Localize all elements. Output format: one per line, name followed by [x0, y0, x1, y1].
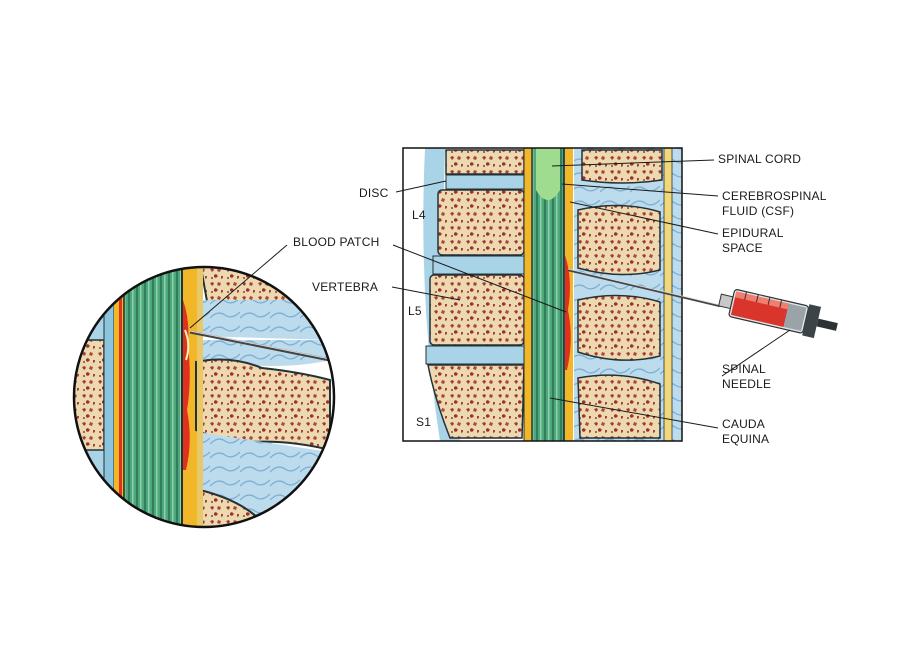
label-disc: DISC — [359, 186, 389, 200]
label-spinal-cord: SPINAL CORD — [718, 152, 802, 166]
magnified-view — [74, 267, 334, 527]
label-epidural-line2: SPACE — [722, 241, 763, 255]
label-blood-patch: BLOOD PATCH — [293, 235, 380, 249]
spinal-needle — [567, 268, 721, 308]
vertebra-s1 — [427, 364, 525, 439]
magnifier-circle — [72, 265, 336, 529]
label-epidural-line1: EPIDURAL — [722, 226, 784, 240]
vertebra-l4 — [437, 189, 525, 256]
spine-section — [403, 148, 682, 441]
label-cauda-line2: EQUINA — [722, 432, 770, 446]
label-cauda-line1: CAUDA — [722, 417, 766, 431]
blood-patch — [565, 255, 571, 370]
label-vertebra: VERTEBRA — [312, 280, 379, 294]
vertebra-l5 — [429, 274, 525, 346]
spinal-cord — [536, 148, 560, 200]
leader-lines — [189, 159, 791, 429]
label-s1: S1 — [416, 415, 432, 429]
label-csf-line2: FLUID (CSF) — [722, 204, 795, 218]
syringe — [718, 289, 838, 339]
label-l5: L5 — [408, 304, 422, 318]
label-csf-line1: CEREBROSPINAL — [722, 189, 827, 203]
label-needle-line2: NEEDLE — [722, 377, 772, 391]
label-l4: L4 — [412, 208, 426, 222]
vertebra-l3 — [445, 149, 525, 175]
label-needle-line1: SPINAL — [722, 362, 766, 376]
section-frame — [402, 147, 683, 442]
